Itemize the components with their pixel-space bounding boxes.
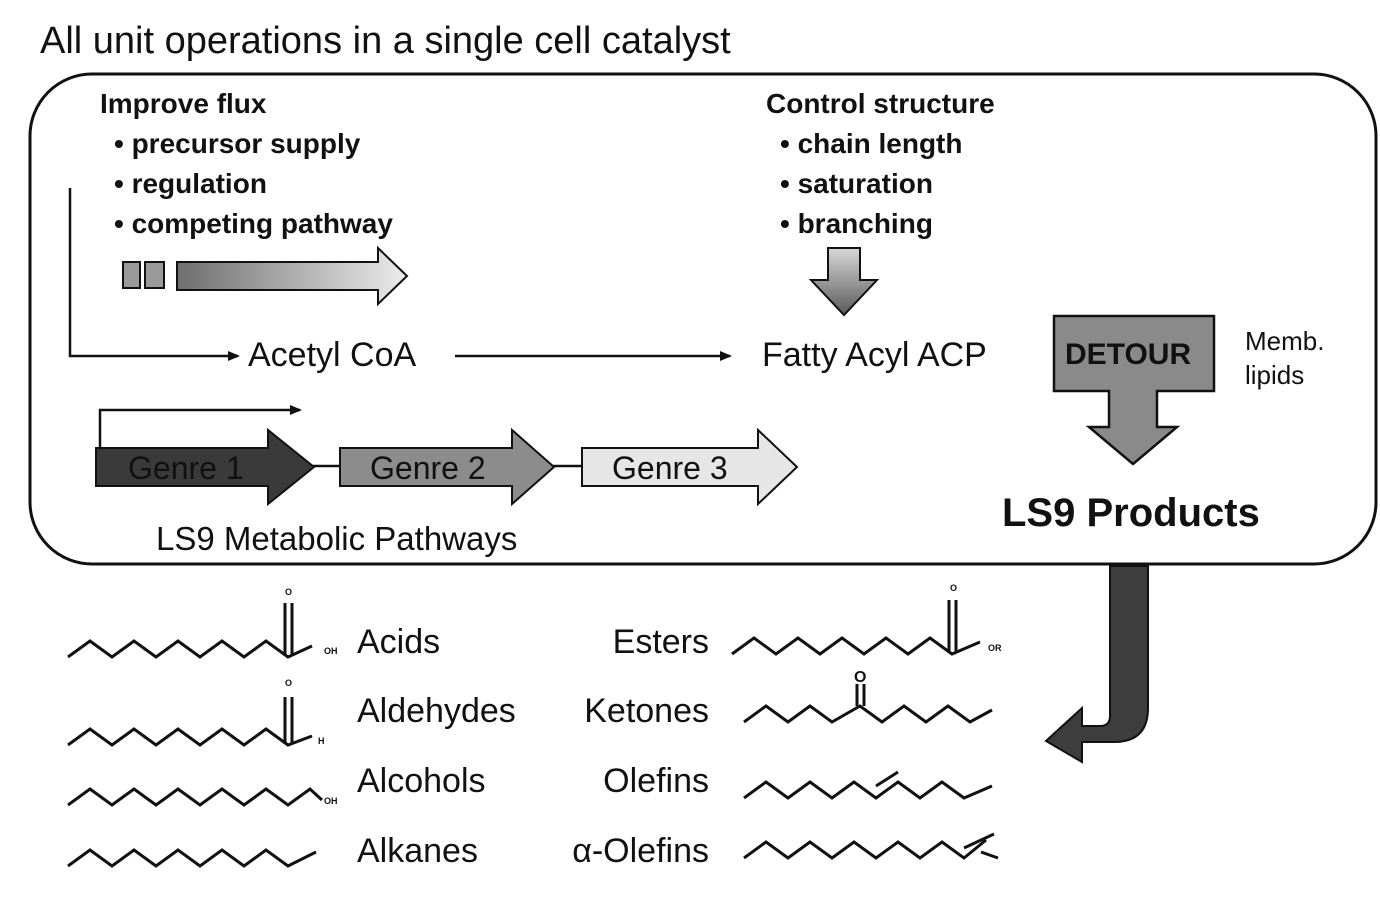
diagram-title: All unit operations in a single cell cat… [40, 20, 731, 62]
flux-bullet-3: • competing pathway [114, 208, 393, 239]
class-olefins: Olefins [603, 762, 709, 800]
aldehyde-structure [67, 697, 313, 747]
class-aldehydes: Aldehydes [357, 692, 516, 730]
ester-oxygen-label: O [950, 583, 958, 593]
olefin-structure [743, 770, 993, 800]
acid-oh-label: OH [324, 646, 338, 656]
class-ketones: Ketones [584, 692, 709, 730]
gene-arrow-3 [581, 427, 799, 507]
aldehyde-oxygen-label: O [285, 678, 293, 688]
alkane-structure [67, 848, 317, 868]
alpha-olefin-structure [743, 832, 999, 860]
flux-heading: Improve flux [100, 88, 267, 119]
flux-bullet-2: • regulation [114, 168, 267, 199]
structure-down-arrow [808, 247, 880, 317]
acid-structure [67, 603, 313, 659]
gene-label-2: Genre 2 [370, 450, 486, 486]
class-esters: Esters [612, 623, 709, 661]
input-flow-line [68, 188, 240, 361]
fatty-acyl-acp-node: Fatty Acyl ACP [762, 336, 987, 374]
acetyl-coa-node: Acetyl CoA [248, 336, 417, 374]
class-acids: Acids [357, 623, 441, 661]
products-curved-arrow [1044, 565, 1149, 764]
memb-lipids-line1: Memb. [1245, 326, 1325, 356]
gene-label-3: Genre 3 [612, 450, 728, 486]
structure-bullet-1: • chain length [780, 128, 963, 159]
detour-label: DETOUR [1065, 338, 1192, 371]
class-alkanes: Alkanes [357, 832, 478, 870]
structure-heading: Control structure [766, 88, 995, 119]
flux-block-1 [122, 261, 141, 289]
structure-bullet-2: • saturation [780, 168, 933, 199]
cell-catalyst-box [28, 72, 1378, 566]
detour-arrow [1052, 314, 1216, 466]
class-alcohols: Alcohols [357, 762, 486, 800]
ester-or-label: OR [988, 643, 1002, 653]
flux-block-2 [144, 261, 165, 289]
gene-promoter-arrow [98, 405, 302, 448]
aldehyde-h-label: H [318, 736, 325, 746]
memb-lipids-line2: lipids [1245, 360, 1305, 390]
alcohol-oh-label: OH [324, 796, 338, 806]
pathways-label: LS9 Metabolic Pathways [156, 520, 518, 557]
structure-bullet-3: • branching [780, 208, 933, 239]
class-alpha-olefins: α-Olefins [572, 832, 709, 870]
gene-label-1: Genre 1 [128, 450, 244, 486]
gene-arrow-1 [95, 427, 316, 507]
acid-oxygen-label: O [285, 587, 293, 597]
ketone-oxygen-label: O [854, 669, 867, 686]
ester-structure [731, 600, 981, 656]
flux-bullet-1: • precursor supply [114, 128, 361, 159]
flux-arrow [176, 245, 409, 307]
alcohol-structure [67, 787, 324, 807]
gene-arrow-2 [339, 427, 556, 507]
ketone-structure [743, 684, 993, 724]
products-label: LS9 Products [1002, 491, 1260, 535]
